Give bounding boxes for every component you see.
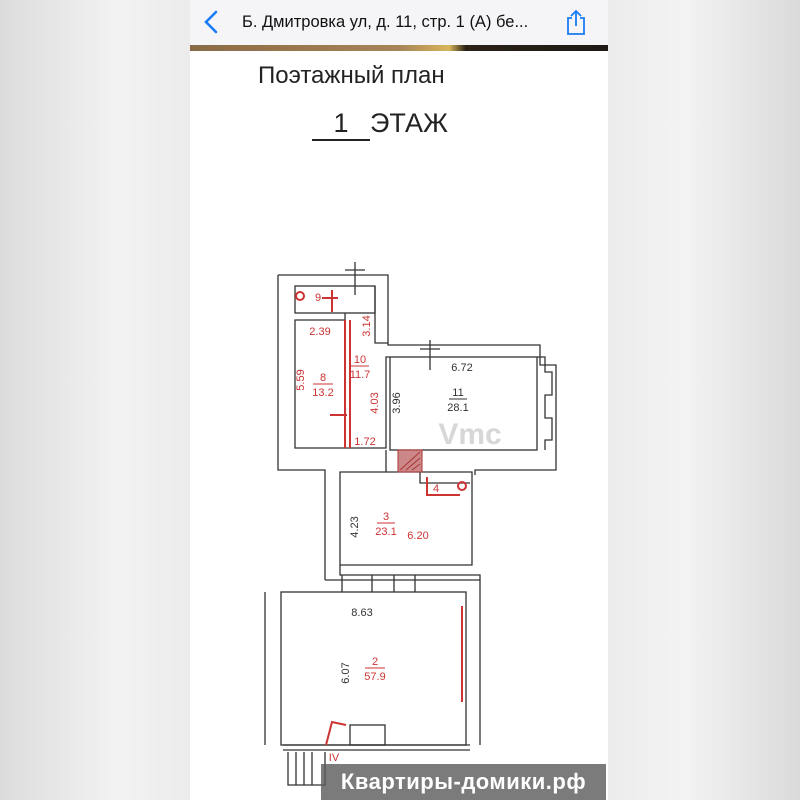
room-11-dim-width: 6.72 (451, 362, 472, 374)
room-10-dim-width: 1.72 (354, 436, 375, 448)
floor-label: ЭТАЖ (370, 108, 448, 138)
room-3-area: 23.1 (375, 526, 396, 538)
chevron-left-icon[interactable] (200, 9, 224, 35)
blurred-background-left (0, 0, 190, 800)
page-title: Б. Дмитровка ул, д. 11, стр. 1 (А) бе... (242, 13, 529, 31)
floor-plan-image (190, 51, 608, 800)
floor-plan: Vmc 9 2.39 5.59 8 13.2 3.14 10 11.7 4.03… (264, 262, 557, 786)
room-8-dim-length: 5.59 (295, 369, 307, 390)
image-strip (190, 45, 608, 51)
room-3-dim-length: 4.23 (349, 516, 361, 537)
room-11-area: 28.1 (447, 402, 468, 414)
room-10-dim-length: 3.14 (361, 315, 373, 336)
room-11-number: 11 (452, 387, 463, 399)
room-3-number: 3 (383, 511, 389, 523)
room-10-area: 11.7 (350, 369, 371, 381)
room-3-dim-width: 6.20 (407, 530, 428, 542)
plan-heading: Поэтажный план (258, 62, 445, 89)
watermark-center: Vmc (438, 418, 501, 451)
share-icon[interactable] (565, 8, 587, 36)
room-9-number: 9 (315, 292, 321, 304)
entrance-label: IV (329, 752, 340, 764)
room-10-dim-side: 4.03 (369, 392, 381, 413)
navigation-bar: Б. Дмитровка ул, д. 11, стр. 1 (А) бе... (190, 0, 608, 45)
phone-screen: Б. Дмитровка ул, д. 11, стр. 1 (А) бе...… (190, 0, 608, 800)
room-2-area: 57.9 (364, 671, 385, 683)
room-8-dim-width: 2.39 (309, 326, 330, 338)
room-2-number: 2 (372, 656, 378, 668)
room-11-dim-length: 3.96 (391, 392, 403, 413)
room-2-dim-width: 8.63 (351, 607, 372, 619)
blurred-background-right (608, 0, 800, 800)
room-4-number: 4 (433, 483, 439, 495)
floor-number: 1 (312, 108, 370, 141)
watermark-logo: Квартиры-домики.рф (321, 764, 606, 800)
room-8-number: 8 (320, 372, 326, 384)
room-8-area: 13.2 (312, 387, 333, 399)
room-10-number: 10 (354, 354, 366, 366)
room-2-dim-length: 6.07 (340, 662, 352, 683)
